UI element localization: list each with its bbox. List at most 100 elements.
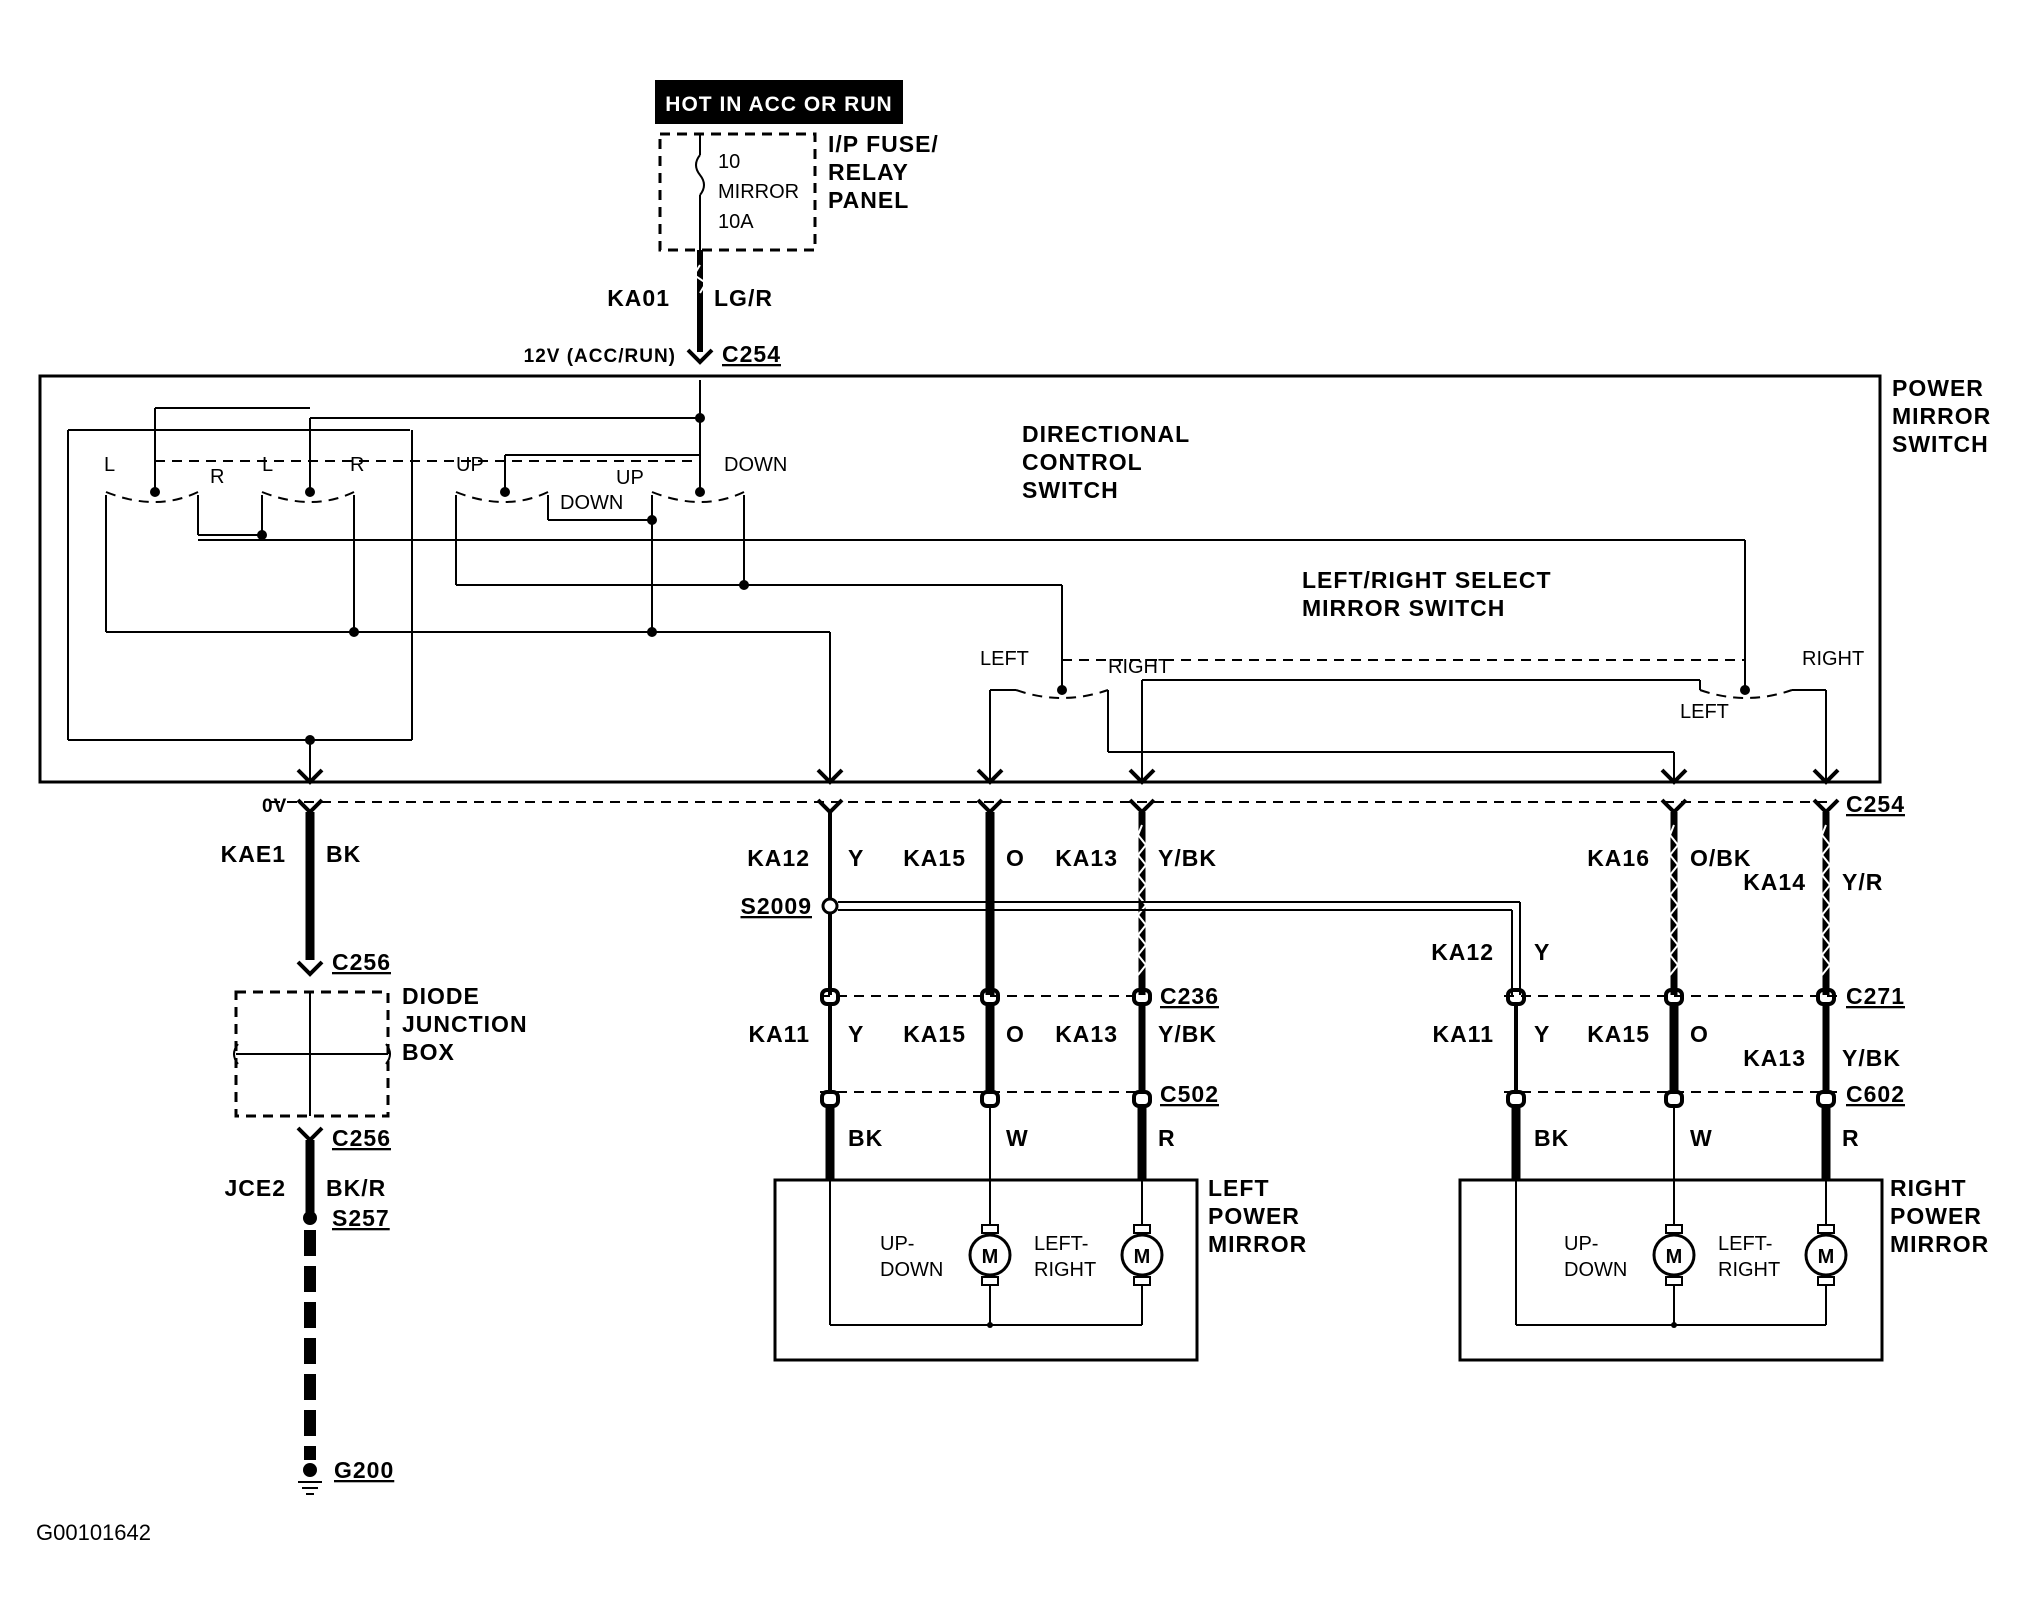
right-w6-color: Y/BK — [1842, 1045, 1901, 1071]
select-label-left2: LEFT — [1680, 701, 1729, 723]
select-label-right1: RIGHT — [1108, 656, 1170, 678]
fuse-panel-outline — [658, 132, 817, 252]
right-mirror-label-3: MIRROR — [1890, 1231, 1989, 1257]
diode-box-label-3: BOX — [402, 1039, 455, 1065]
left-motor2-symbol: M — [1134, 1246, 1151, 1268]
right-motor1-label-2: DOWN — [1564, 1259, 1627, 1281]
right-p2-color: W — [1690, 1125, 1713, 1151]
right-w1-circuit: KA16 — [1587, 845, 1650, 871]
ground-color-1: BK — [326, 841, 361, 867]
ground-circuit-2: JCE2 — [224, 1175, 286, 1201]
contact-label-r1: R — [210, 466, 224, 488]
directional-switch-label-2: CONTROL — [1022, 449, 1143, 475]
left-motor1-label-1: UP- — [880, 1233, 914, 1255]
right-motor1-symbol: M — [1666, 1246, 1683, 1268]
contact-label-down1: DOWN — [560, 492, 623, 514]
fuse-icon — [695, 154, 705, 196]
ground-branch: 0V KAE1 BK C256 DIODE JUNCTION BOX C256 … — [221, 796, 527, 1495]
left-p3-color: R — [1158, 1125, 1176, 1151]
right-w3-circuit: KA12 — [1431, 939, 1494, 965]
left-w6-circuit: KA13 — [1055, 1021, 1118, 1047]
left-motor1-label-2: DOWN — [880, 1259, 943, 1281]
right-w4-circuit: KA11 — [1432, 1021, 1494, 1047]
fuse-panel-label-3: PANEL — [828, 187, 909, 213]
left-p2-color: W — [1006, 1125, 1029, 1151]
left-w3-color: Y/BK — [1158, 845, 1217, 871]
left-connector-1: C236 — [1160, 983, 1219, 1009]
fuse-number: 10 — [718, 151, 740, 173]
right-motor2-label-2: RIGHT — [1718, 1259, 1780, 1281]
fuse-rating: 10A — [718, 211, 754, 233]
left-connector-2: C502 — [1160, 1081, 1219, 1107]
right-w2-circuit: KA14 — [1743, 869, 1806, 895]
contact-label-l1: L — [104, 454, 115, 476]
ground-color-2: BK/R — [326, 1175, 386, 1201]
power-mirror-switch-label-1: POWER — [1892, 375, 1984, 401]
left-updown-motor-icon — [968, 1233, 1012, 1277]
right-w3-color: Y — [1534, 939, 1550, 965]
left-mirror-harness: KA12 Y KA15 O KA13 Y/BK S2009 C236 KA11 … — [740, 798, 1521, 1180]
right-connector-0: C254 — [1846, 791, 1905, 817]
feed-connector: C254 — [722, 341, 781, 367]
right-p1-color: BK — [1534, 1125, 1569, 1151]
diode-icon — [233, 1043, 239, 1065]
right-w1-color: O/BK — [1690, 845, 1752, 871]
left-w6-color: Y/BK — [1158, 1021, 1217, 1047]
left-power-mirror: M M UP- DOWN LEFT- RIGHT LEFT POWER MIRR… — [773, 1175, 1307, 1362]
fuse-name: MIRROR — [718, 181, 799, 203]
power-source-label: HOT IN ACC OR RUN — [665, 93, 892, 116]
c254-terminals — [296, 768, 1840, 785]
contact-label-down2: DOWN — [724, 454, 787, 476]
feed-color: LG/R — [714, 285, 773, 311]
fuse-panel-label-1: I/P FUSE/ — [828, 131, 939, 157]
right-p3-color: R — [1842, 1125, 1860, 1151]
figure-id: G00101642 — [36, 1520, 151, 1545]
feed-wire: KA01 LG/R 12V (ACC/RUN) C254 — [524, 250, 781, 367]
left-w5-circuit: KA15 — [903, 1021, 966, 1047]
left-mirror-label-3: MIRROR — [1208, 1231, 1307, 1257]
ground-voltage: 0V — [262, 796, 287, 817]
right-w2-color: Y/R — [1842, 869, 1883, 895]
left-p1-color: BK — [848, 1125, 883, 1151]
ground-splice: S257 — [332, 1205, 390, 1231]
left-w2-color: O — [1006, 845, 1025, 871]
select-switch-label-2: MIRROR SWITCH — [1302, 595, 1505, 621]
right-motor2-label-1: LEFT- — [1718, 1233, 1772, 1255]
right-leftright-motor-icon — [1804, 1233, 1848, 1277]
right-connector-1: C271 — [1846, 983, 1905, 1009]
power-mirror-switch-outline — [38, 374, 1882, 784]
ground-point: G200 — [334, 1457, 394, 1483]
select-label-left1: LEFT — [980, 648, 1029, 670]
power-mirror-switch-label-2: MIRROR — [1892, 403, 1991, 429]
left-mirror-label-2: POWER — [1208, 1203, 1300, 1229]
feed-voltage: 12V (ACC/RUN) — [524, 346, 676, 367]
left-motor2-label-2: RIGHT — [1034, 1259, 1096, 1281]
directional-switch-contacts: L R L R UP UP DOWN DOWN — [104, 454, 787, 514]
splice-s257 — [303, 1211, 317, 1225]
right-mirror-harness: C254 KA16 O/BK KA14 Y/R KA12 Y C271 KA11… — [1431, 791, 1905, 1180]
fuse-panel-label-2: RELAY — [828, 159, 909, 185]
contact-label-up1: UP — [456, 454, 484, 476]
right-motor1-label-1: UP- — [1564, 1233, 1598, 1255]
left-mirror-outline — [773, 1178, 1199, 1362]
ground-circuit-1: KAE1 — [221, 841, 286, 867]
fuse-panel: 10 MIRROR 10A I/P FUSE/ RELAY PANEL — [658, 131, 939, 252]
directional-switch-label-3: SWITCH — [1022, 477, 1119, 503]
left-w4-color: Y — [848, 1021, 864, 1047]
power-mirror-switch-label-3: SWITCH — [1892, 431, 1989, 457]
contact-label-up2: UP — [616, 467, 644, 489]
splice-s2009 — [821, 897, 839, 915]
left-mirror-label-1: LEFT — [1208, 1175, 1270, 1201]
right-updown-motor-icon — [1652, 1233, 1696, 1277]
right-mirror-label-2: POWER — [1890, 1203, 1982, 1229]
left-w3-circuit: KA13 — [1055, 845, 1118, 871]
left-motor1-symbol: M — [982, 1246, 999, 1268]
ground-connector-2: C256 — [332, 1125, 391, 1151]
left-w2-circuit: KA15 — [903, 845, 966, 871]
right-motor2-symbol: M — [1818, 1246, 1835, 1268]
right-w5-color: O — [1690, 1021, 1709, 1047]
power-source: HOT IN ACC OR RUN — [655, 80, 903, 124]
left-w4-circuit: KA11 — [748, 1021, 810, 1047]
ground-connector-1: C256 — [332, 949, 391, 975]
right-mirror-outline — [1458, 1178, 1884, 1362]
